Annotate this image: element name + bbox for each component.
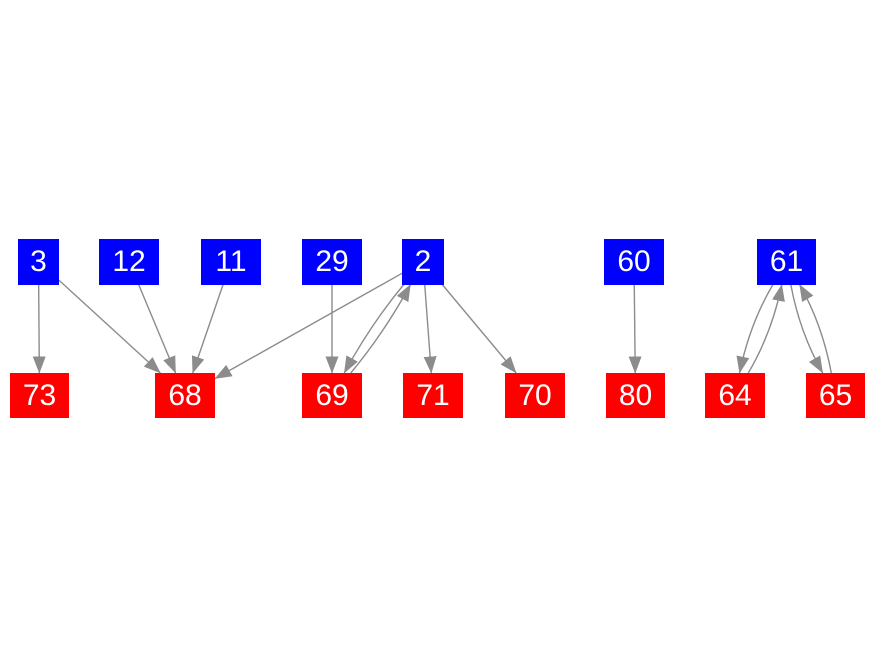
edge-3-68: [58, 279, 161, 374]
edge-3-73: [32, 284, 46, 374]
edge-61-64: [736, 284, 774, 374]
graph-node-73: 73: [10, 373, 69, 418]
graph-node-61: 61: [757, 238, 816, 285]
graph-node-12: 12: [99, 238, 159, 285]
edge-65-61: [798, 284, 833, 374]
edge-69-2: [350, 284, 412, 374]
edge-2-71: [423, 284, 437, 374]
graph-node-3: 3: [18, 238, 59, 285]
graph-node-65: 65: [806, 373, 865, 418]
graph-node-69: 69: [302, 373, 362, 418]
edge-11-68: [191, 284, 224, 374]
edge-2-68: [214, 272, 403, 380]
graph-node-2: 2: [402, 238, 444, 285]
edge-64-61: [747, 284, 785, 374]
graph-node-11: 11: [201, 238, 261, 285]
graph-node-70: 70: [505, 373, 565, 418]
graph-node-29: 29: [302, 238, 362, 285]
edge-12-68: [137, 284, 177, 374]
edge-2-70: [441, 284, 517, 374]
edge-61-65: [790, 284, 824, 374]
graph-node-60: 60: [604, 238, 664, 285]
edge-60-80: [628, 284, 642, 374]
edge-2-69: [343, 284, 405, 374]
graph-node-80: 80: [606, 373, 665, 418]
graph-node-64: 64: [705, 373, 765, 418]
graph-node-71: 71: [403, 373, 463, 418]
graph-node-68: 68: [155, 373, 215, 418]
